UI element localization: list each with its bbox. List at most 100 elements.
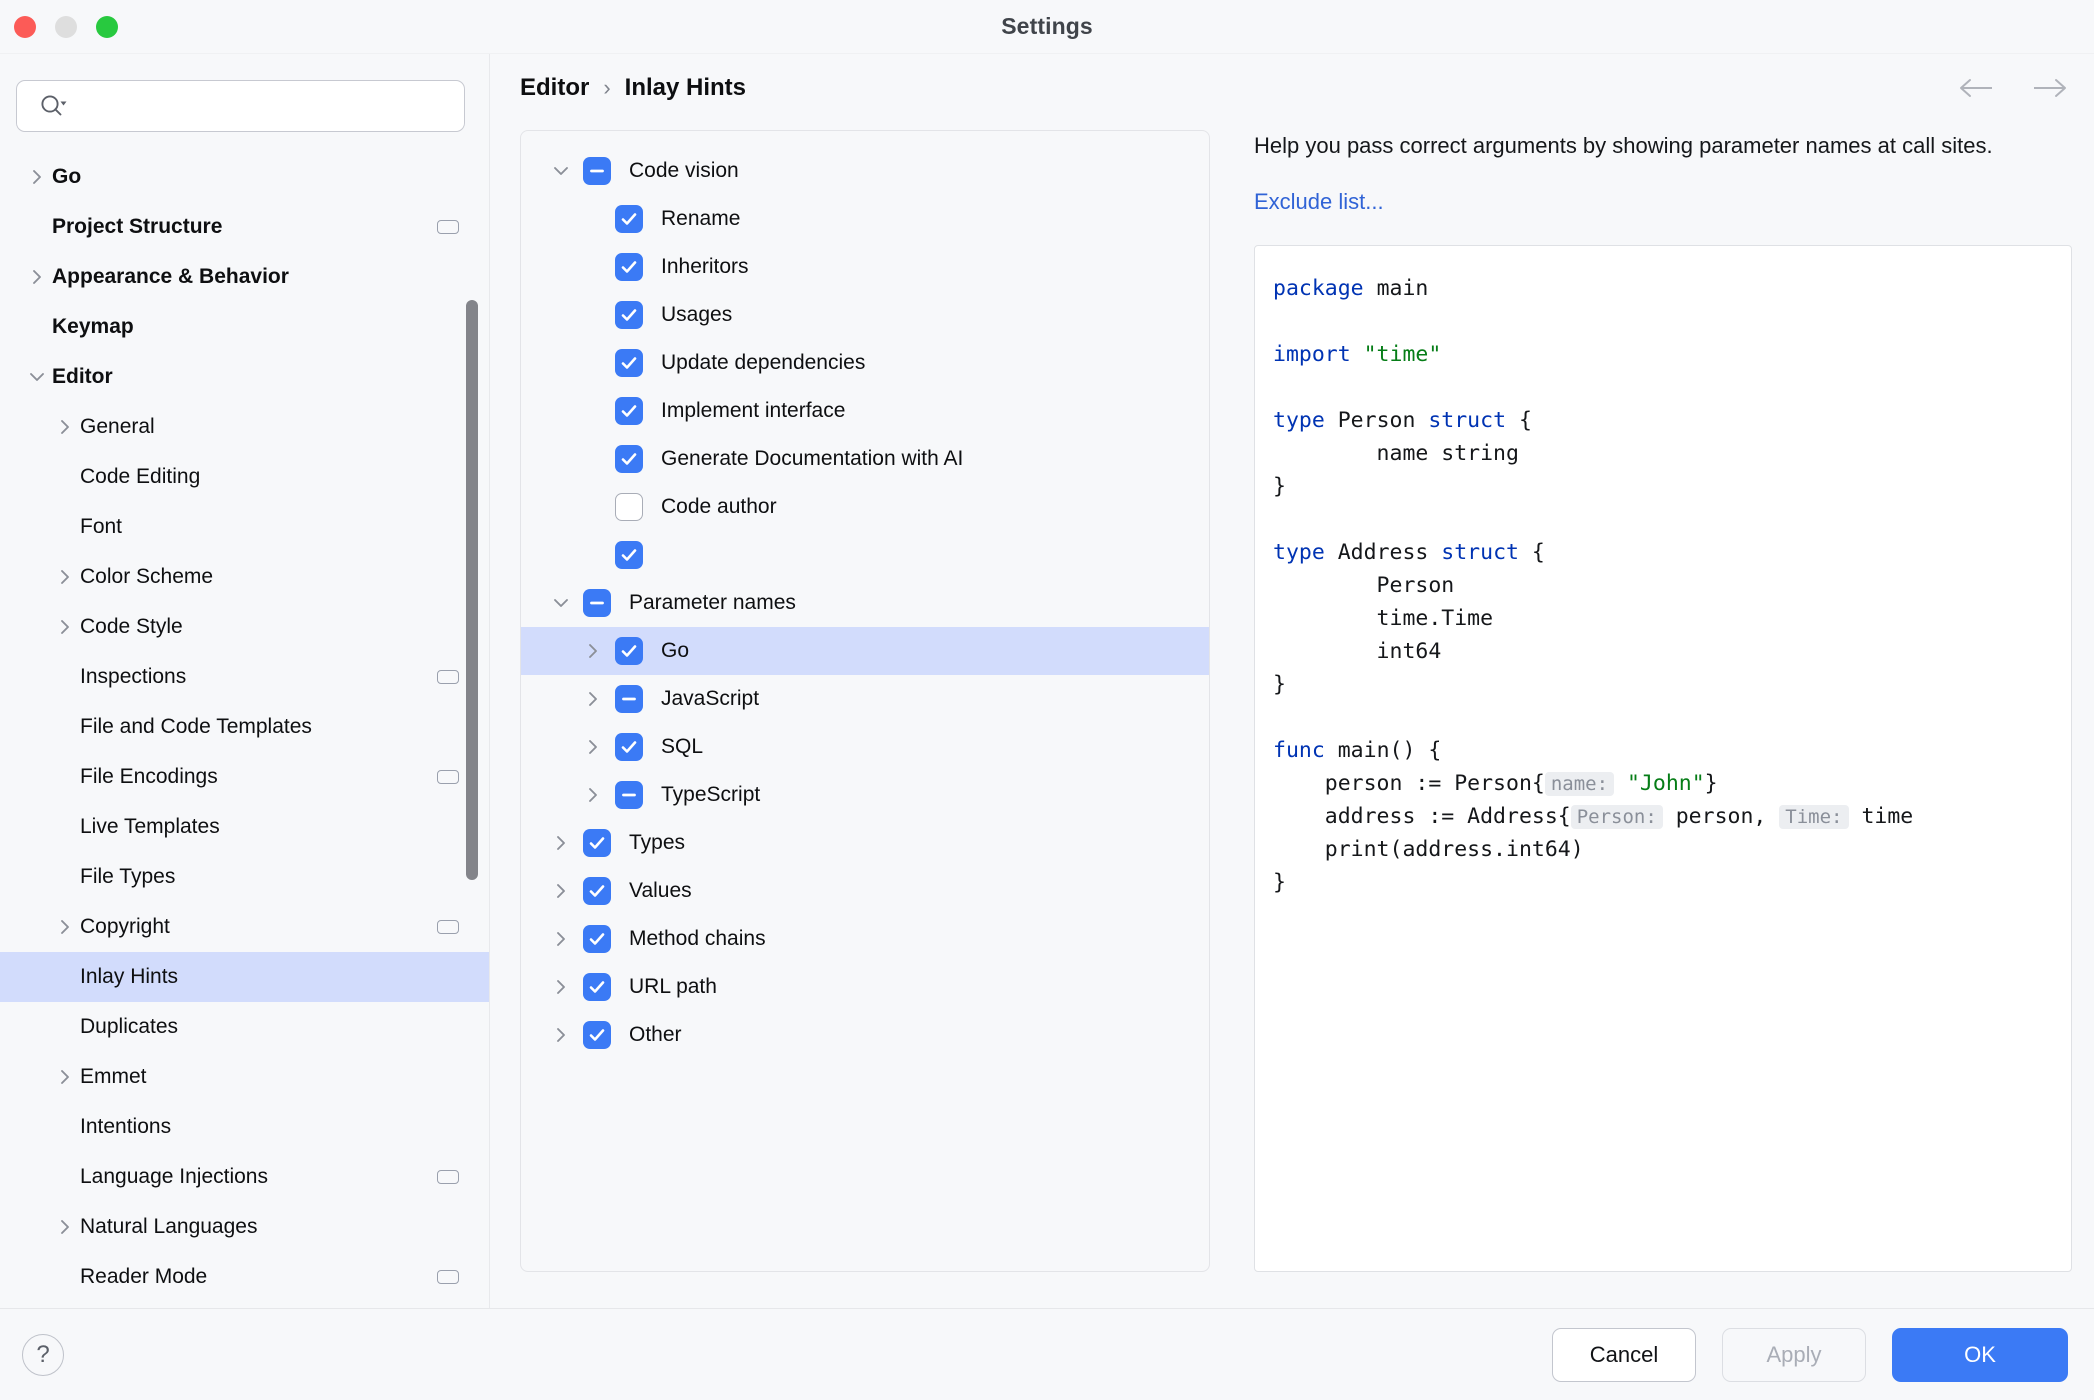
hint-row-usages[interactable]: Usages	[521, 291, 1209, 339]
chevron-right-icon[interactable]	[24, 164, 50, 190]
chevron-right-icon[interactable]	[549, 1023, 573, 1047]
breadcrumb-parent[interactable]: Editor	[520, 74, 590, 101]
checkbox-javascript[interactable]	[615, 685, 643, 713]
hint-row-label: JavaScript	[661, 687, 760, 710]
checkbox-go[interactable]	[615, 637, 643, 665]
search-box[interactable]	[16, 80, 465, 132]
checkbox-code-author[interactable]	[615, 493, 643, 521]
checkbox-method-chains[interactable]	[583, 925, 611, 953]
sidebar-scrollbar[interactable]	[466, 300, 478, 880]
ok-button[interactable]: OK	[1892, 1327, 2068, 1382]
sidebar-item-reader-mode[interactable]: Reader Mode	[0, 1252, 489, 1302]
exclude-list-link[interactable]: Exclude list...	[1254, 189, 1384, 215]
sidebar-item-color-scheme[interactable]: Color Scheme	[0, 552, 489, 602]
sidebar-item-code-style[interactable]: Code Style	[0, 602, 489, 652]
arrow-left-icon[interactable]	[1958, 76, 1996, 100]
hint-row-update-dependencies[interactable]: Update dependencies	[521, 339, 1209, 387]
zoom-window-button[interactable]	[96, 16, 118, 38]
sidebar-item-language-injections[interactable]: Language Injections	[0, 1152, 489, 1202]
chevron-right-icon[interactable]	[52, 914, 78, 940]
sidebar-item-project-structure[interactable]: Project Structure	[0, 202, 489, 252]
sidebar-item-live-templates[interactable]: Live Templates	[0, 802, 489, 852]
chevron-right-icon[interactable]	[581, 639, 605, 663]
search-input[interactable]	[69, 81, 464, 131]
minimize-window-button[interactable]	[55, 16, 77, 38]
checkbox-typescript[interactable]	[615, 781, 643, 809]
hint-row-other[interactable]: Other	[521, 1011, 1209, 1059]
sidebar-item-copyright[interactable]: Copyright	[0, 902, 489, 952]
hint-row-sql[interactable]: SQL	[521, 723, 1209, 771]
sidebar-item-keymap[interactable]: Keymap	[0, 302, 489, 352]
sidebar-item-natural-languages[interactable]: Natural Languages	[0, 1202, 489, 1252]
sidebar-item-intentions[interactable]: Intentions	[0, 1102, 489, 1152]
checkbox-usages[interactable]	[615, 301, 643, 329]
checkbox-inheritors[interactable]	[615, 253, 643, 281]
hint-row-values[interactable]: Values	[521, 867, 1209, 915]
checkbox-url-path[interactable]	[583, 973, 611, 1001]
sidebar-item-inlay-hints[interactable]: Inlay Hints	[0, 952, 489, 1002]
hint-row-inheritors[interactable]: Inheritors	[521, 243, 1209, 291]
sidebar-item-inspections[interactable]: Inspections	[0, 652, 489, 702]
sidebar-item-code-editing[interactable]: Code Editing	[0, 452, 489, 502]
hint-row-code-author[interactable]: Code author	[521, 483, 1209, 531]
chevron-right-icon[interactable]	[549, 879, 573, 903]
sidebar-item-file-types[interactable]: File Types	[0, 852, 489, 902]
checkbox-types[interactable]	[583, 829, 611, 857]
sidebar-item-label: Font	[80, 515, 123, 538]
checkbox-unnamed-8[interactable]	[615, 541, 643, 569]
sidebar-item-file-encodings[interactable]: File Encodings	[0, 752, 489, 802]
checkbox-code-vision[interactable]	[583, 157, 611, 185]
chevron-right-icon[interactable]	[549, 831, 573, 855]
checkbox-update-dependencies[interactable]	[615, 349, 643, 377]
hint-row-go[interactable]: Go	[521, 627, 1209, 675]
cancel-button[interactable]: Cancel	[1552, 1327, 1696, 1382]
hint-row-method-chains[interactable]: Method chains	[521, 915, 1209, 963]
hint-row-rename[interactable]: Rename	[521, 195, 1209, 243]
chevron-right-icon[interactable]	[52, 1064, 78, 1090]
checkbox-generate-documentation-with-ai[interactable]	[615, 445, 643, 473]
sidebar-item-file-and-code-templates[interactable]: File and Code Templates	[0, 702, 489, 752]
hint-row-implement-interface[interactable]: Implement interface	[521, 387, 1209, 435]
checkbox-values[interactable]	[583, 877, 611, 905]
chevron-right-icon[interactable]	[24, 264, 50, 290]
chevron-right-icon[interactable]	[52, 614, 78, 640]
chevron-right-icon[interactable]	[52, 564, 78, 590]
sidebar-item-go[interactable]: Go	[0, 152, 489, 202]
chevron-right-icon[interactable]	[52, 1214, 78, 1240]
chevron-right-icon[interactable]	[549, 927, 573, 951]
hint-row-code-vision[interactable]: Code vision	[521, 147, 1209, 195]
checkbox-other[interactable]	[583, 1021, 611, 1049]
chevron-right-icon[interactable]	[581, 687, 605, 711]
sidebar-item-editor[interactable]: Editor	[0, 352, 489, 402]
hint-row-unnamed-8[interactable]	[521, 531, 1209, 579]
hint-row-generate-documentation-with-ai[interactable]: Generate Documentation with AI	[521, 435, 1209, 483]
arrow-right-icon[interactable]	[2030, 76, 2068, 100]
chevron-right-icon[interactable]	[581, 735, 605, 759]
checkbox-parameter-names[interactable]	[583, 589, 611, 617]
help-icon[interactable]: ?	[22, 1333, 64, 1376]
chevron-down-icon[interactable]	[24, 364, 50, 390]
close-window-button[interactable]	[14, 16, 36, 38]
hint-row-javascript[interactable]: JavaScript	[521, 675, 1209, 723]
chevron-down-icon[interactable]	[549, 591, 573, 615]
chevron-right-icon[interactable]	[52, 414, 78, 440]
checkbox-implement-interface[interactable]	[615, 397, 643, 425]
hint-row-url-path[interactable]: URL path	[521, 963, 1209, 1011]
sidebar-item-font[interactable]: Font	[0, 502, 489, 552]
chevron-right-icon[interactable]	[549, 975, 573, 999]
chevron-down-icon[interactable]	[549, 159, 573, 183]
hint-row-types[interactable]: Types	[521, 819, 1209, 867]
sidebar-item-general[interactable]: General	[0, 402, 489, 452]
code-preview: package main import "time" type Person s…	[1254, 245, 2072, 1272]
apply-button[interactable]: Apply	[1722, 1327, 1866, 1382]
sidebar-item-appearance-behavior[interactable]: Appearance & Behavior	[0, 252, 489, 302]
hint-row-typescript[interactable]: TypeScript	[521, 771, 1209, 819]
checkbox-sql[interactable]	[615, 733, 643, 761]
checkbox-rename[interactable]	[615, 205, 643, 233]
sidebar-item-emmet[interactable]: Emmet	[0, 1052, 489, 1102]
chevron-right-icon[interactable]	[581, 783, 605, 807]
hint-row-parameter-names[interactable]: Parameter names	[521, 579, 1209, 627]
sidebar-item-duplicates[interactable]: Duplicates	[0, 1002, 489, 1052]
